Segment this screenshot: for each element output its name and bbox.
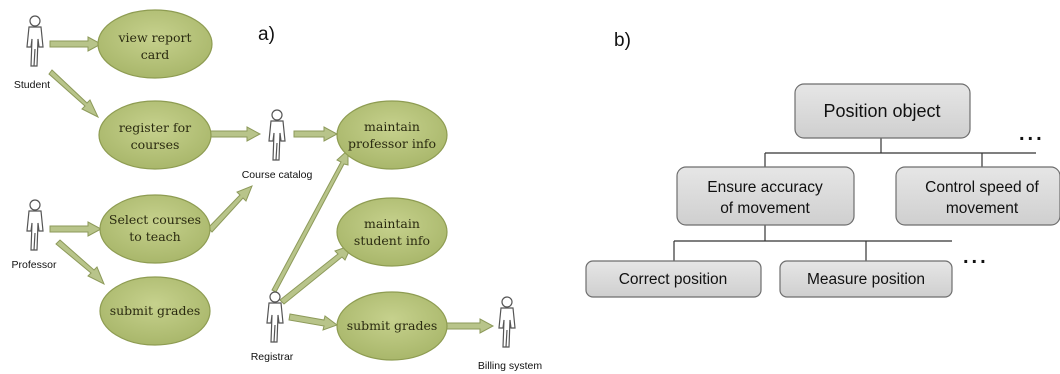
arrow-submit-billing [444,318,495,334]
use-case-maintain-professor-info: maintain professor info [336,100,448,170]
use-case-submit-grades-professor: submit grades [99,276,211,346]
use-case-label: Select courses [109,212,201,227]
node-label: Control speed of [925,179,1039,196]
connectors [48,36,495,334]
arrow-register-catalog [209,126,262,142]
node-control-speed: Control speed of movement [895,166,1060,226]
use-case-label: courses [131,137,180,152]
panel-a-label: a) [258,24,275,45]
use-case-label: to teach [129,229,180,244]
node-correct-position: Correct position [585,260,762,298]
use-case-label: maintain [364,119,420,134]
stick-figure-icon [268,109,286,161]
arrow-registrar-maintain-student [279,244,353,305]
use-case-label: view report [117,30,191,45]
stick-figure-icon [498,296,516,348]
use-case-label: submit grades [110,303,201,318]
stick-figure-icon [26,15,44,67]
use-case-select-courses: Select courses to teach [99,194,211,264]
more-nodes-ellipsis: ... [963,246,989,268]
node-label: Ensure accuracy [707,179,823,196]
arrow-student-view-report [49,36,103,52]
use-case-label: maintain [364,216,420,231]
use-case-label: professor info [348,136,436,151]
use-case-label: student info [354,233,430,248]
node-position-object: Position object [794,83,971,139]
actor-course-catalog: Course catalog [242,109,313,181]
use-case-diagram: a) vie [12,9,542,372]
node-ensure-accuracy: Ensure accuracy of movement [676,166,855,226]
actor-label: Professor [12,259,57,271]
arrow-registrar-submit [288,313,339,331]
actor-billing-system: Billing system [478,296,542,372]
tree-connectors [673,138,1036,261]
actor-label: Registrar [251,351,294,363]
use-case-view-report-card: view report card [97,9,213,79]
use-case-maintain-student-info: maintain student info [336,197,448,267]
node-label: Position object [823,101,940,121]
use-case-register-for-courses: register for courses [98,100,212,170]
arrow-professor-submit [55,239,105,286]
arrow-registrar-maintain-prof [271,148,349,293]
arrow-student-register [48,69,100,119]
arrow-professor-select [49,221,103,237]
use-case-submit-grades-registrar: submit grades [336,291,448,361]
stick-figure-icon [266,291,284,343]
actor-label: Billing system [478,360,542,372]
actor-registrar: Registrar [251,291,294,363]
node-label: movement [946,200,1019,217]
use-case-label: card [141,47,169,62]
actor-label: Student [14,79,50,91]
actor-student: Student [14,15,50,91]
arrow-select-catalog [207,185,253,233]
stick-figure-icon [26,199,44,251]
more-nodes-ellipsis: ... [1019,123,1045,145]
use-case-label: submit grades [347,318,438,333]
node-label: of movement [720,200,810,217]
hierarchy-diagram: b) Position object Ensure accuracy of mo… [585,30,1060,298]
panel-b-label: b) [614,30,631,51]
node-label: Correct position [619,271,728,288]
actor-professor: Professor [12,199,57,271]
node-label: Measure position [807,271,925,288]
use-case-label: register for [119,120,191,135]
actor-label: Course catalog [242,169,313,181]
arrow-catalog-maintain-prof [293,126,339,142]
node-measure-position: Measure position [779,260,953,298]
